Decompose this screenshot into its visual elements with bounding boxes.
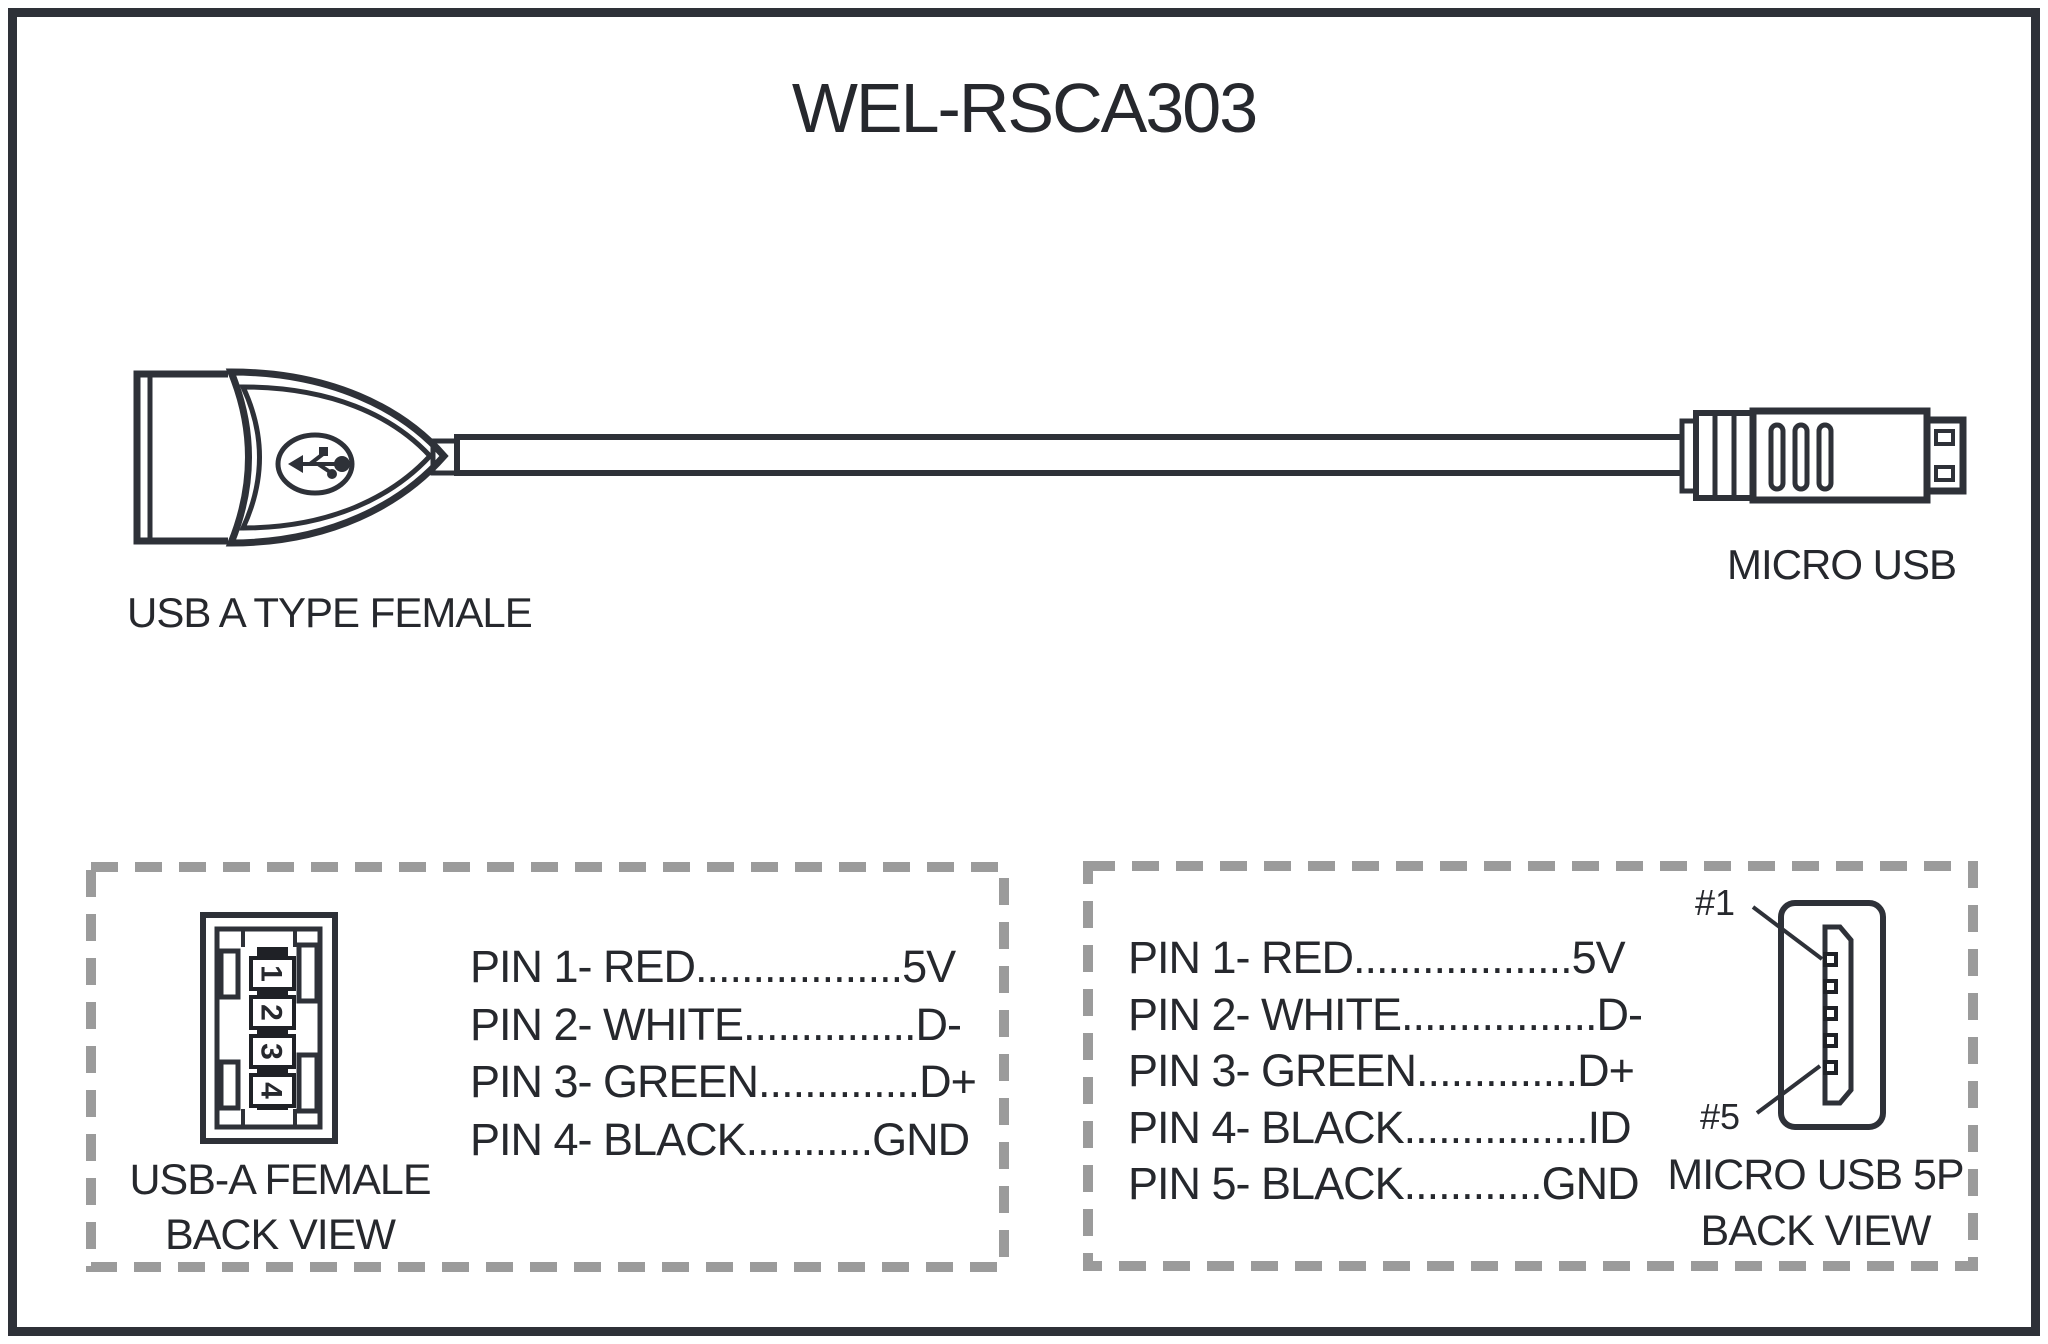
usb-a-pin-row-4: PIN 4- BLACK...........GND xyxy=(470,1113,970,1165)
usb-a-panel-dashed-box xyxy=(86,862,1009,1272)
usb-a-connector-label: USB A TYPE FEMALE xyxy=(127,589,533,636)
usb-a-pin-row-2: PIN 2- WHITE...............D- xyxy=(470,998,962,1050)
micro-usb-pin-row-2: PIN 2- WHITE.................D- xyxy=(1128,988,1643,1040)
usb-a-caption-line2: BACK VIEW xyxy=(165,1211,396,1259)
usb-a-pin-3-number: 3 xyxy=(255,1043,288,1060)
micro-usb-pin-row-3: PIN 3- GREEN..............D+ xyxy=(1128,1045,1635,1096)
usb-a-caption-line1: USB-A FEMALE xyxy=(129,1156,431,1204)
micro-usb-pinout-list: PIN 1- RED...................5V PIN 2- W… xyxy=(1128,930,1643,1213)
usb-a-pin-row-1: PIN 1- RED..................5V xyxy=(470,941,956,992)
diagram-title: WEL-RSCA303 xyxy=(791,69,1258,147)
usb-a-connector-drawing xyxy=(133,368,449,547)
usb-a-back-view-caption: USB-A FEMALE BACK VIEW xyxy=(90,1153,470,1263)
micro-usb-panel-dashed-box xyxy=(1083,861,1978,1271)
usb-logo-icon xyxy=(275,432,355,496)
micro-usb-back-view-drawing xyxy=(1751,900,1886,1130)
pin5-marker: #5 xyxy=(1700,1096,1741,1137)
micro-usb-pin-row-5: PIN 5- BLACK............GND xyxy=(1128,1158,1640,1209)
micro-usb-connector-label: MICRO USB xyxy=(1727,541,1957,588)
pin5-leader-line xyxy=(1755,1064,1822,1115)
usb-a-pin-4-number: 4 xyxy=(255,1082,288,1099)
micro-usb-connector-drawing xyxy=(1679,407,1967,504)
usb-a-pinout-list: PIN 1- RED..................5V PIN 2- WH… xyxy=(470,938,977,1168)
usb-a-pin-2-number: 2 xyxy=(255,1004,288,1021)
cable-line xyxy=(430,434,1688,476)
micro-usb-pin-row-4: PIN 4- BLACK................ID xyxy=(1128,1101,1632,1153)
usb-a-pin-1-number: 1 xyxy=(255,965,288,982)
pin1-leader-line xyxy=(1751,905,1824,961)
micro-usb-caption-line2: BACK VIEW xyxy=(1700,1207,1932,1255)
outer-border xyxy=(8,8,2040,1336)
usb-a-pin-row-3: PIN 3- GREEN..............D+ xyxy=(470,1056,977,1107)
micro-usb-back-view-caption: MICRO USB 5P BACK VIEW xyxy=(1658,1147,1973,1259)
micro-usb-caption-line1: MICRO USB 5P xyxy=(1667,1151,1964,1199)
pin1-marker: #1 xyxy=(1695,882,1736,923)
usb-a-back-view-drawing: 1 2 3 4 xyxy=(200,912,338,1144)
micro-usb-pin-row-1: PIN 1- RED...................5V xyxy=(1128,932,1626,983)
